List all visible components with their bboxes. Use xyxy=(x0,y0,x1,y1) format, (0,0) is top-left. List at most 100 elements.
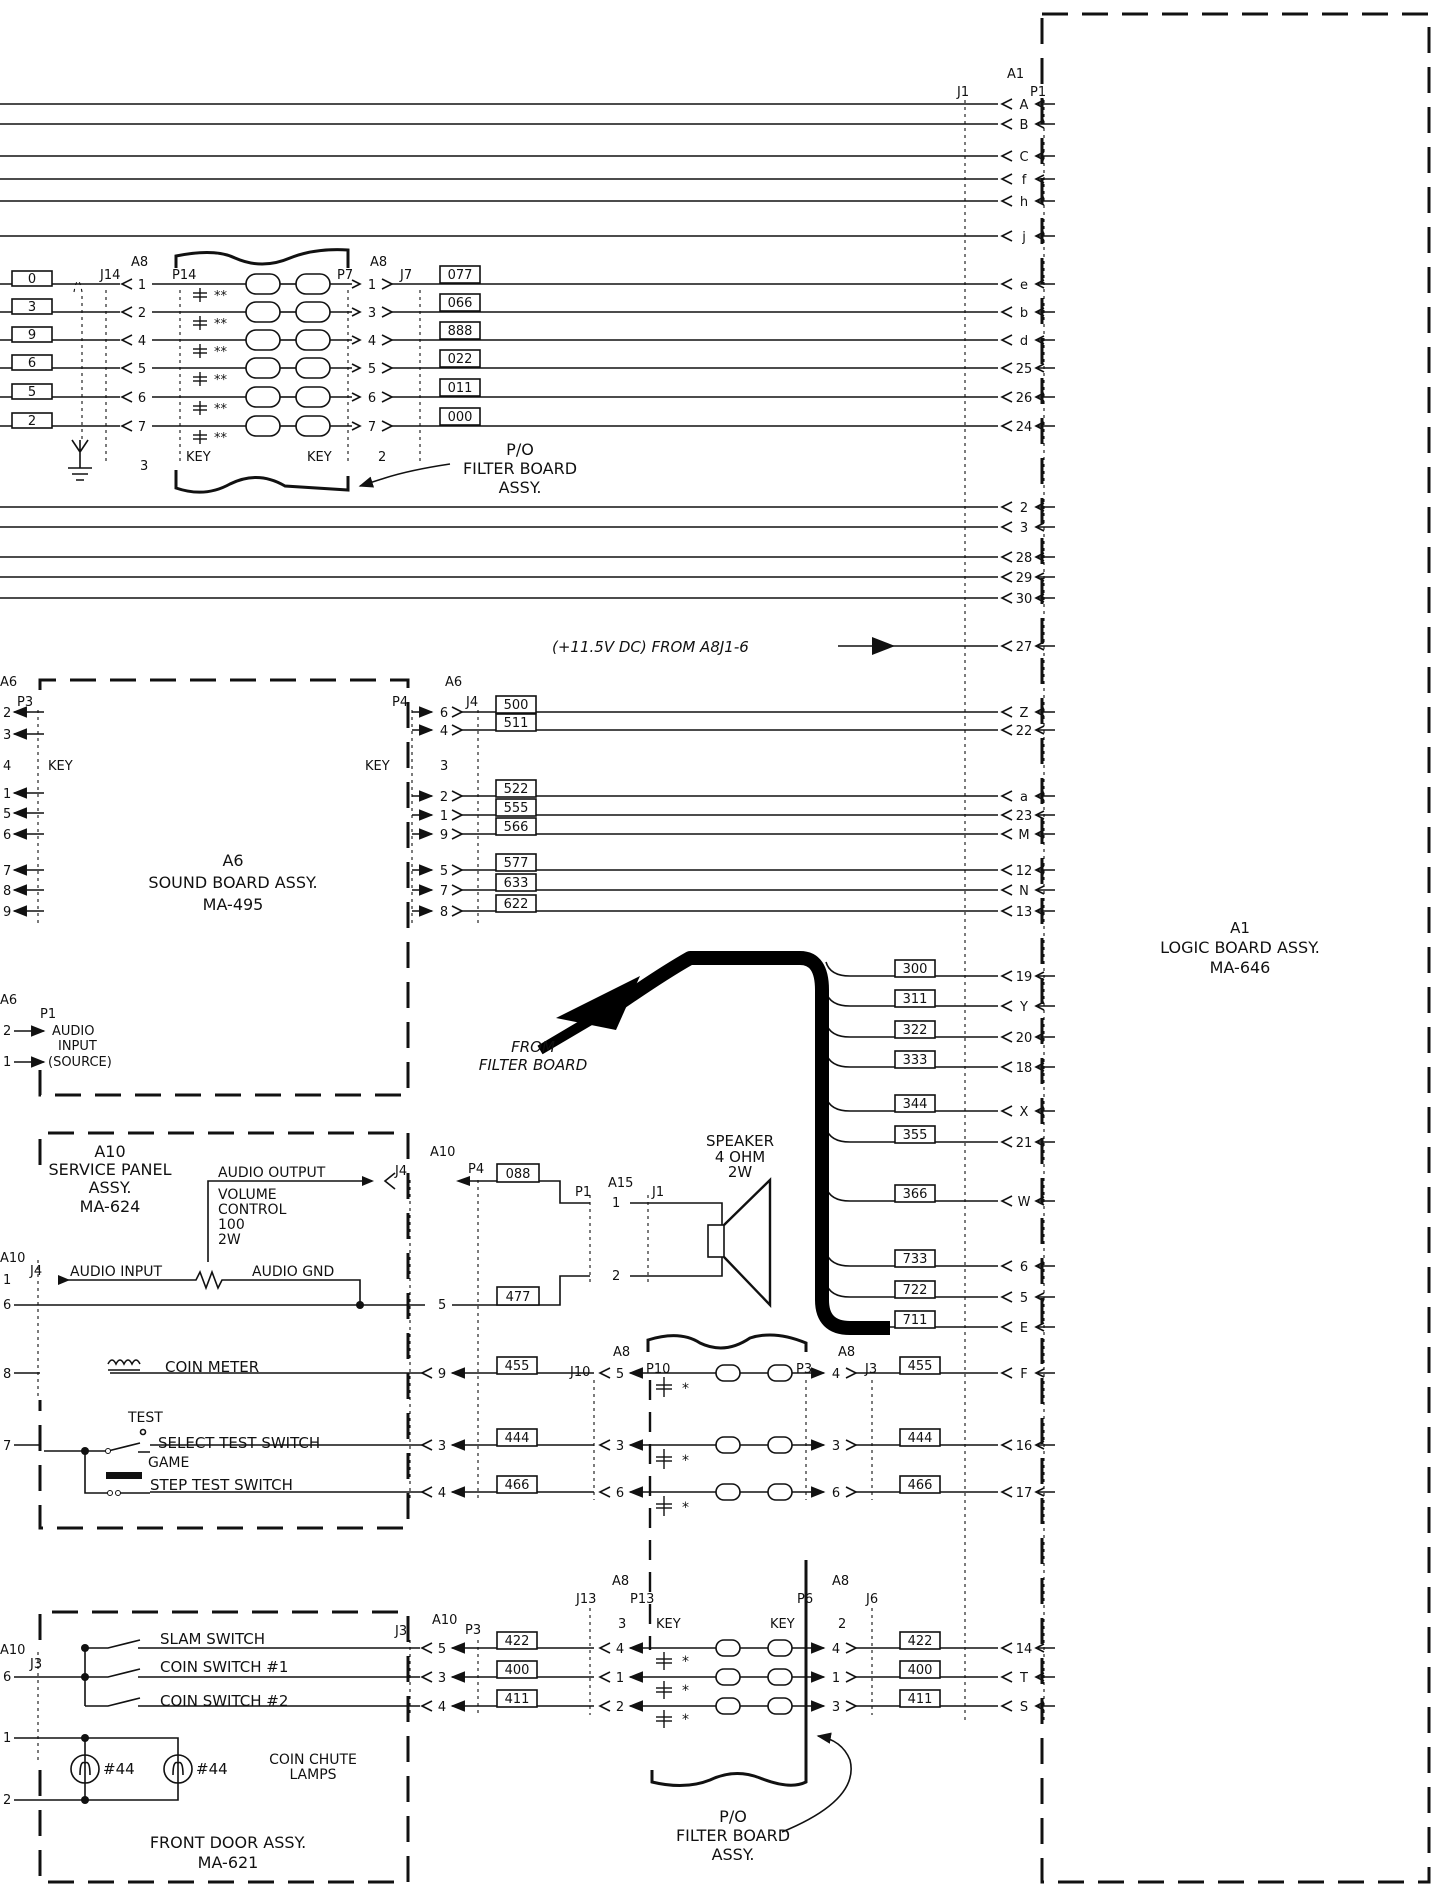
a1-pin-chevron xyxy=(1000,1105,1013,1117)
front-door-section: FRONT DOOR ASSY. MA-621 A10 J3 P3 A10 J3… xyxy=(0,1560,941,1884)
wire-code-box xyxy=(894,1310,936,1329)
speaker-pin-2: 2 xyxy=(612,1269,620,1284)
wire-code-label: 400 xyxy=(908,1663,933,1678)
sound-board-section: A6 SOUND BOARD ASSY. MA-495 A6 P3 KEY A6… xyxy=(0,675,537,1097)
speaker-label-1: SPEAKER xyxy=(706,1132,774,1150)
door-filter-outline xyxy=(650,1560,808,1787)
a1-pin-arrow xyxy=(1034,196,1045,206)
sound-left-pin: 9 xyxy=(3,905,11,920)
door-pin-chevron xyxy=(420,1700,433,1712)
filter-pin-right: 6 xyxy=(368,391,376,406)
door-a8-right: A8 xyxy=(832,1574,849,1589)
wire-code-box xyxy=(496,1631,538,1650)
a1-pin-chevron xyxy=(1000,1439,1013,1451)
j1-label: J1 xyxy=(956,85,969,100)
a1-pin-arrow xyxy=(1034,1292,1045,1302)
a1-pin-arrow xyxy=(1034,552,1045,562)
wire-code-label: 711 xyxy=(903,1313,928,1328)
filter-pin-chevron xyxy=(120,306,133,318)
wire-code-box xyxy=(495,695,537,714)
ferrite-bead xyxy=(767,1364,793,1382)
harness-from-1: FROM xyxy=(511,1038,555,1056)
service-pin-chevron xyxy=(420,1367,433,1379)
wire-code-box xyxy=(495,894,537,913)
lamp-2-icon xyxy=(163,1754,193,1784)
a1-pin-label: C xyxy=(1019,150,1028,165)
audio-pin-top: 2 xyxy=(3,1024,11,1039)
wire-code-label: 311 xyxy=(903,992,928,1007)
filter-out-pin: 1 xyxy=(832,1671,840,1686)
sound-a6-right: A6 xyxy=(445,675,462,690)
filter-left-label: 6 xyxy=(28,356,36,371)
filter-out-chevron xyxy=(845,1671,858,1683)
wire-code-label: 633 xyxy=(504,876,529,891)
wire-code-box xyxy=(894,1020,936,1039)
a1-pin-label: 23 xyxy=(1016,809,1033,824)
a1-pin-arrow xyxy=(1034,593,1045,603)
a1-pin-label: M xyxy=(1018,828,1029,843)
wire-code-label: 733 xyxy=(903,1252,928,1267)
audio-output-arrow xyxy=(362,1176,374,1186)
top-filter-j7: J7 xyxy=(399,268,412,283)
filter-in-pin: 2 xyxy=(616,1700,624,1715)
front-door-title: FRONT DOOR ASSY. xyxy=(150,1833,306,1852)
ferrite-bead xyxy=(295,301,331,323)
filter-left-label-box xyxy=(11,326,53,343)
a1-pin-arrow xyxy=(1034,1196,1045,1206)
filter-left-label-box xyxy=(11,412,53,429)
filter-in-pin: 4 xyxy=(616,1642,624,1657)
a1-pin-label: N xyxy=(1019,884,1029,899)
sound-left-pin: 2 xyxy=(3,706,11,721)
door-num-left: 3 xyxy=(618,1617,626,1632)
wire-code-box xyxy=(496,1475,538,1494)
filter-out-chevron xyxy=(845,1700,858,1712)
sound-pin-chevron xyxy=(451,809,464,821)
coin-chute-lamps-1: COIN CHUTE xyxy=(269,1752,357,1768)
filter-pin-left: 4 xyxy=(138,334,146,349)
a1-pin-label: 28 xyxy=(1016,551,1033,566)
a1-pin-chevron xyxy=(1000,98,1013,110)
ferrite-bead xyxy=(245,273,281,295)
service-left-pin: 7 xyxy=(3,1439,11,1454)
filter-pin-chevron xyxy=(120,334,133,346)
a1-pin-label: 16 xyxy=(1016,1439,1033,1454)
wire-code-box xyxy=(495,713,537,732)
wire-code-label: 077 xyxy=(448,268,473,283)
a1-pin-label: A xyxy=(1020,98,1029,113)
coin-switch-1-label: COIN SWITCH #1 xyxy=(160,1658,288,1676)
a1-pin-chevron xyxy=(1000,1486,1013,1498)
a1-pin-arrow xyxy=(1034,335,1045,345)
a1-pin-column: ABCfhjebd2526242328293027Z22a23M12N1319Y… xyxy=(1000,98,1055,1715)
service-a10-left: A10 xyxy=(0,1251,25,1266)
filter-pin-right: 5 xyxy=(368,362,376,377)
audio-label-2: INPUT xyxy=(58,1039,97,1054)
a1-pin-label: 21 xyxy=(1016,1136,1033,1151)
filter-left-label: 9 xyxy=(28,328,36,343)
top-filter-num-right: 2 xyxy=(378,450,386,465)
volume-label-4: 2W xyxy=(218,1232,241,1248)
service-j4-left: J4 xyxy=(29,1264,42,1279)
filter-out-pin: 6 xyxy=(832,1486,840,1501)
a1-pin-chevron xyxy=(1000,230,1013,242)
a1-pin-arrow xyxy=(1034,572,1045,582)
ferrite-bead xyxy=(245,386,281,408)
ferrite-bead xyxy=(715,1483,741,1501)
a1-pin-arrow xyxy=(1034,1001,1045,1011)
wire-code-box xyxy=(899,1689,941,1708)
a1-pin-arrow xyxy=(1034,1672,1045,1682)
service-panel-assy: ASSY. xyxy=(89,1178,132,1197)
wire-code-label: 455 xyxy=(505,1359,530,1374)
a1-pin-label: 5 xyxy=(1020,1291,1028,1306)
a1-pin-arrow xyxy=(1034,1643,1045,1653)
speaker-label-2: 4 OHM xyxy=(715,1148,765,1166)
filter-left-label: 2 xyxy=(28,414,36,429)
a1-pin-label: 22 xyxy=(1016,724,1033,739)
wire-code-label: 422 xyxy=(505,1634,530,1649)
door-a8-left: A8 xyxy=(612,1574,629,1589)
filter-pin-chevron xyxy=(381,391,394,403)
a1-pin-arrow xyxy=(1034,99,1045,109)
door-filter-callout xyxy=(781,1732,852,1833)
a1-pin-arrow xyxy=(1034,906,1045,916)
a1-pin-chevron xyxy=(1000,828,1013,840)
test-contact xyxy=(139,1428,147,1436)
